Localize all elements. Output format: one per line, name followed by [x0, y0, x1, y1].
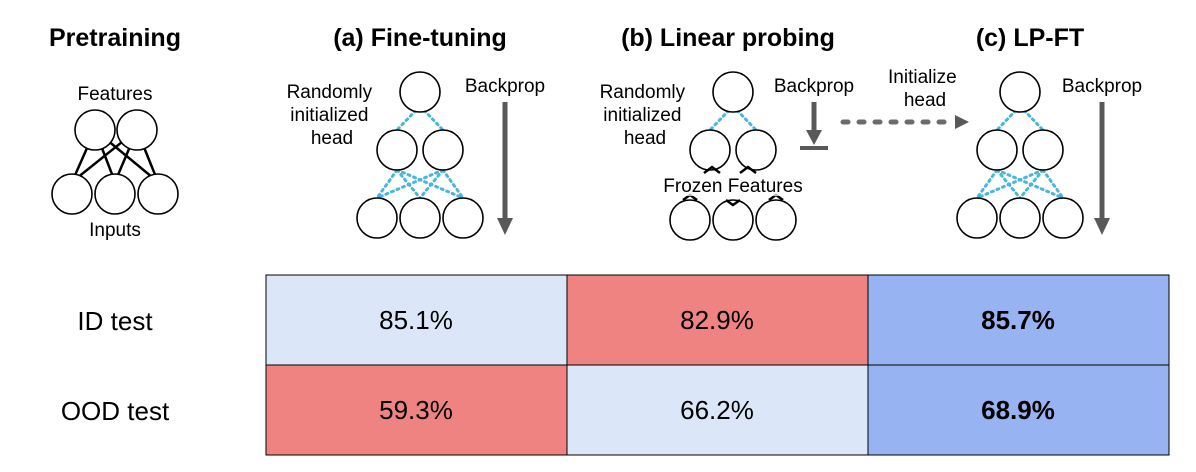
feature-node — [1022, 129, 1064, 171]
input-node — [956, 197, 998, 239]
head-node — [399, 71, 441, 113]
input-node — [442, 197, 484, 239]
feature-node — [116, 109, 158, 151]
input-node — [51, 173, 93, 215]
backprop-arrow-a-head — [497, 218, 513, 235]
input-node — [1042, 197, 1084, 239]
input-node — [356, 197, 398, 239]
heading-lp-ft: (c) LP-FT — [976, 24, 1084, 52]
table-cell — [265, 364, 568, 456]
pretraining-network — [51, 109, 179, 215]
linear-probing-network — [669, 71, 797, 241]
head-node — [712, 71, 754, 113]
feature-node — [689, 129, 731, 171]
input-node — [999, 197, 1041, 239]
label-backprop-c: Backprop — [1062, 76, 1142, 97]
cell-ood-lp-ft: 68.9% — [981, 395, 1055, 425]
cell-ood-linear-probing: 66.2% — [680, 395, 754, 425]
frozen-connector — [703, 165, 721, 174]
cell-id-linear-probing: 82.9% — [680, 305, 754, 335]
label-inputs: Inputs — [89, 220, 141, 241]
cell-id-fine-tuning: 85.1% — [379, 305, 453, 335]
label-backprop-b: Backprop — [774, 76, 854, 97]
initialize-head-arrow-head — [955, 115, 969, 129]
label-features: Features — [78, 84, 153, 105]
row-label-id-test: ID test — [77, 306, 153, 336]
label-frozen-features: Frozen Features — [663, 176, 802, 197]
input-node — [399, 197, 441, 239]
feature-node — [74, 109, 116, 151]
fine-tuning-network — [356, 71, 484, 239]
label-randomly-initialized-head-a: Randomly initialized head — [287, 82, 378, 149]
feature-node — [422, 129, 464, 171]
feature-node — [976, 129, 1018, 171]
cell-id-lp-ft: 85.7% — [981, 305, 1055, 335]
backprop-arrow-b-head — [806, 130, 822, 145]
results-table: 85.1% 82.9% 85.7% 59.3% 66.2% 68.9% — [265, 274, 1170, 456]
heading-fine-tuning: (a) Fine-tuning — [333, 24, 507, 52]
feature-node — [376, 129, 418, 171]
table-cell — [265, 274, 568, 366]
label-backprop-a: Backprop — [465, 76, 545, 97]
input-node — [137, 173, 179, 215]
label-randomly-initialized-head-b: Randomly initialized head — [600, 82, 691, 149]
label-initialize-head: Initialize head — [888, 67, 962, 111]
frozen-connector — [725, 198, 741, 207]
input-node — [712, 199, 754, 241]
input-node — [755, 199, 797, 241]
input-node — [669, 199, 711, 241]
table-cell — [867, 274, 1170, 366]
frozen-connector — [739, 165, 757, 174]
head-node — [999, 71, 1041, 113]
heading-pretraining: Pretraining — [49, 24, 181, 52]
heading-linear-probing: (b) Linear probing — [621, 24, 835, 52]
lp-ft-network — [956, 71, 1084, 239]
feature-node — [735, 129, 777, 171]
cell-ood-fine-tuning: 59.3% — [379, 395, 453, 425]
row-label-ood-test: OOD test — [61, 396, 170, 426]
input-node — [94, 173, 136, 215]
table-cell — [867, 364, 1170, 456]
table-cell — [566, 364, 869, 456]
backprop-arrow-c-head — [1094, 218, 1110, 235]
